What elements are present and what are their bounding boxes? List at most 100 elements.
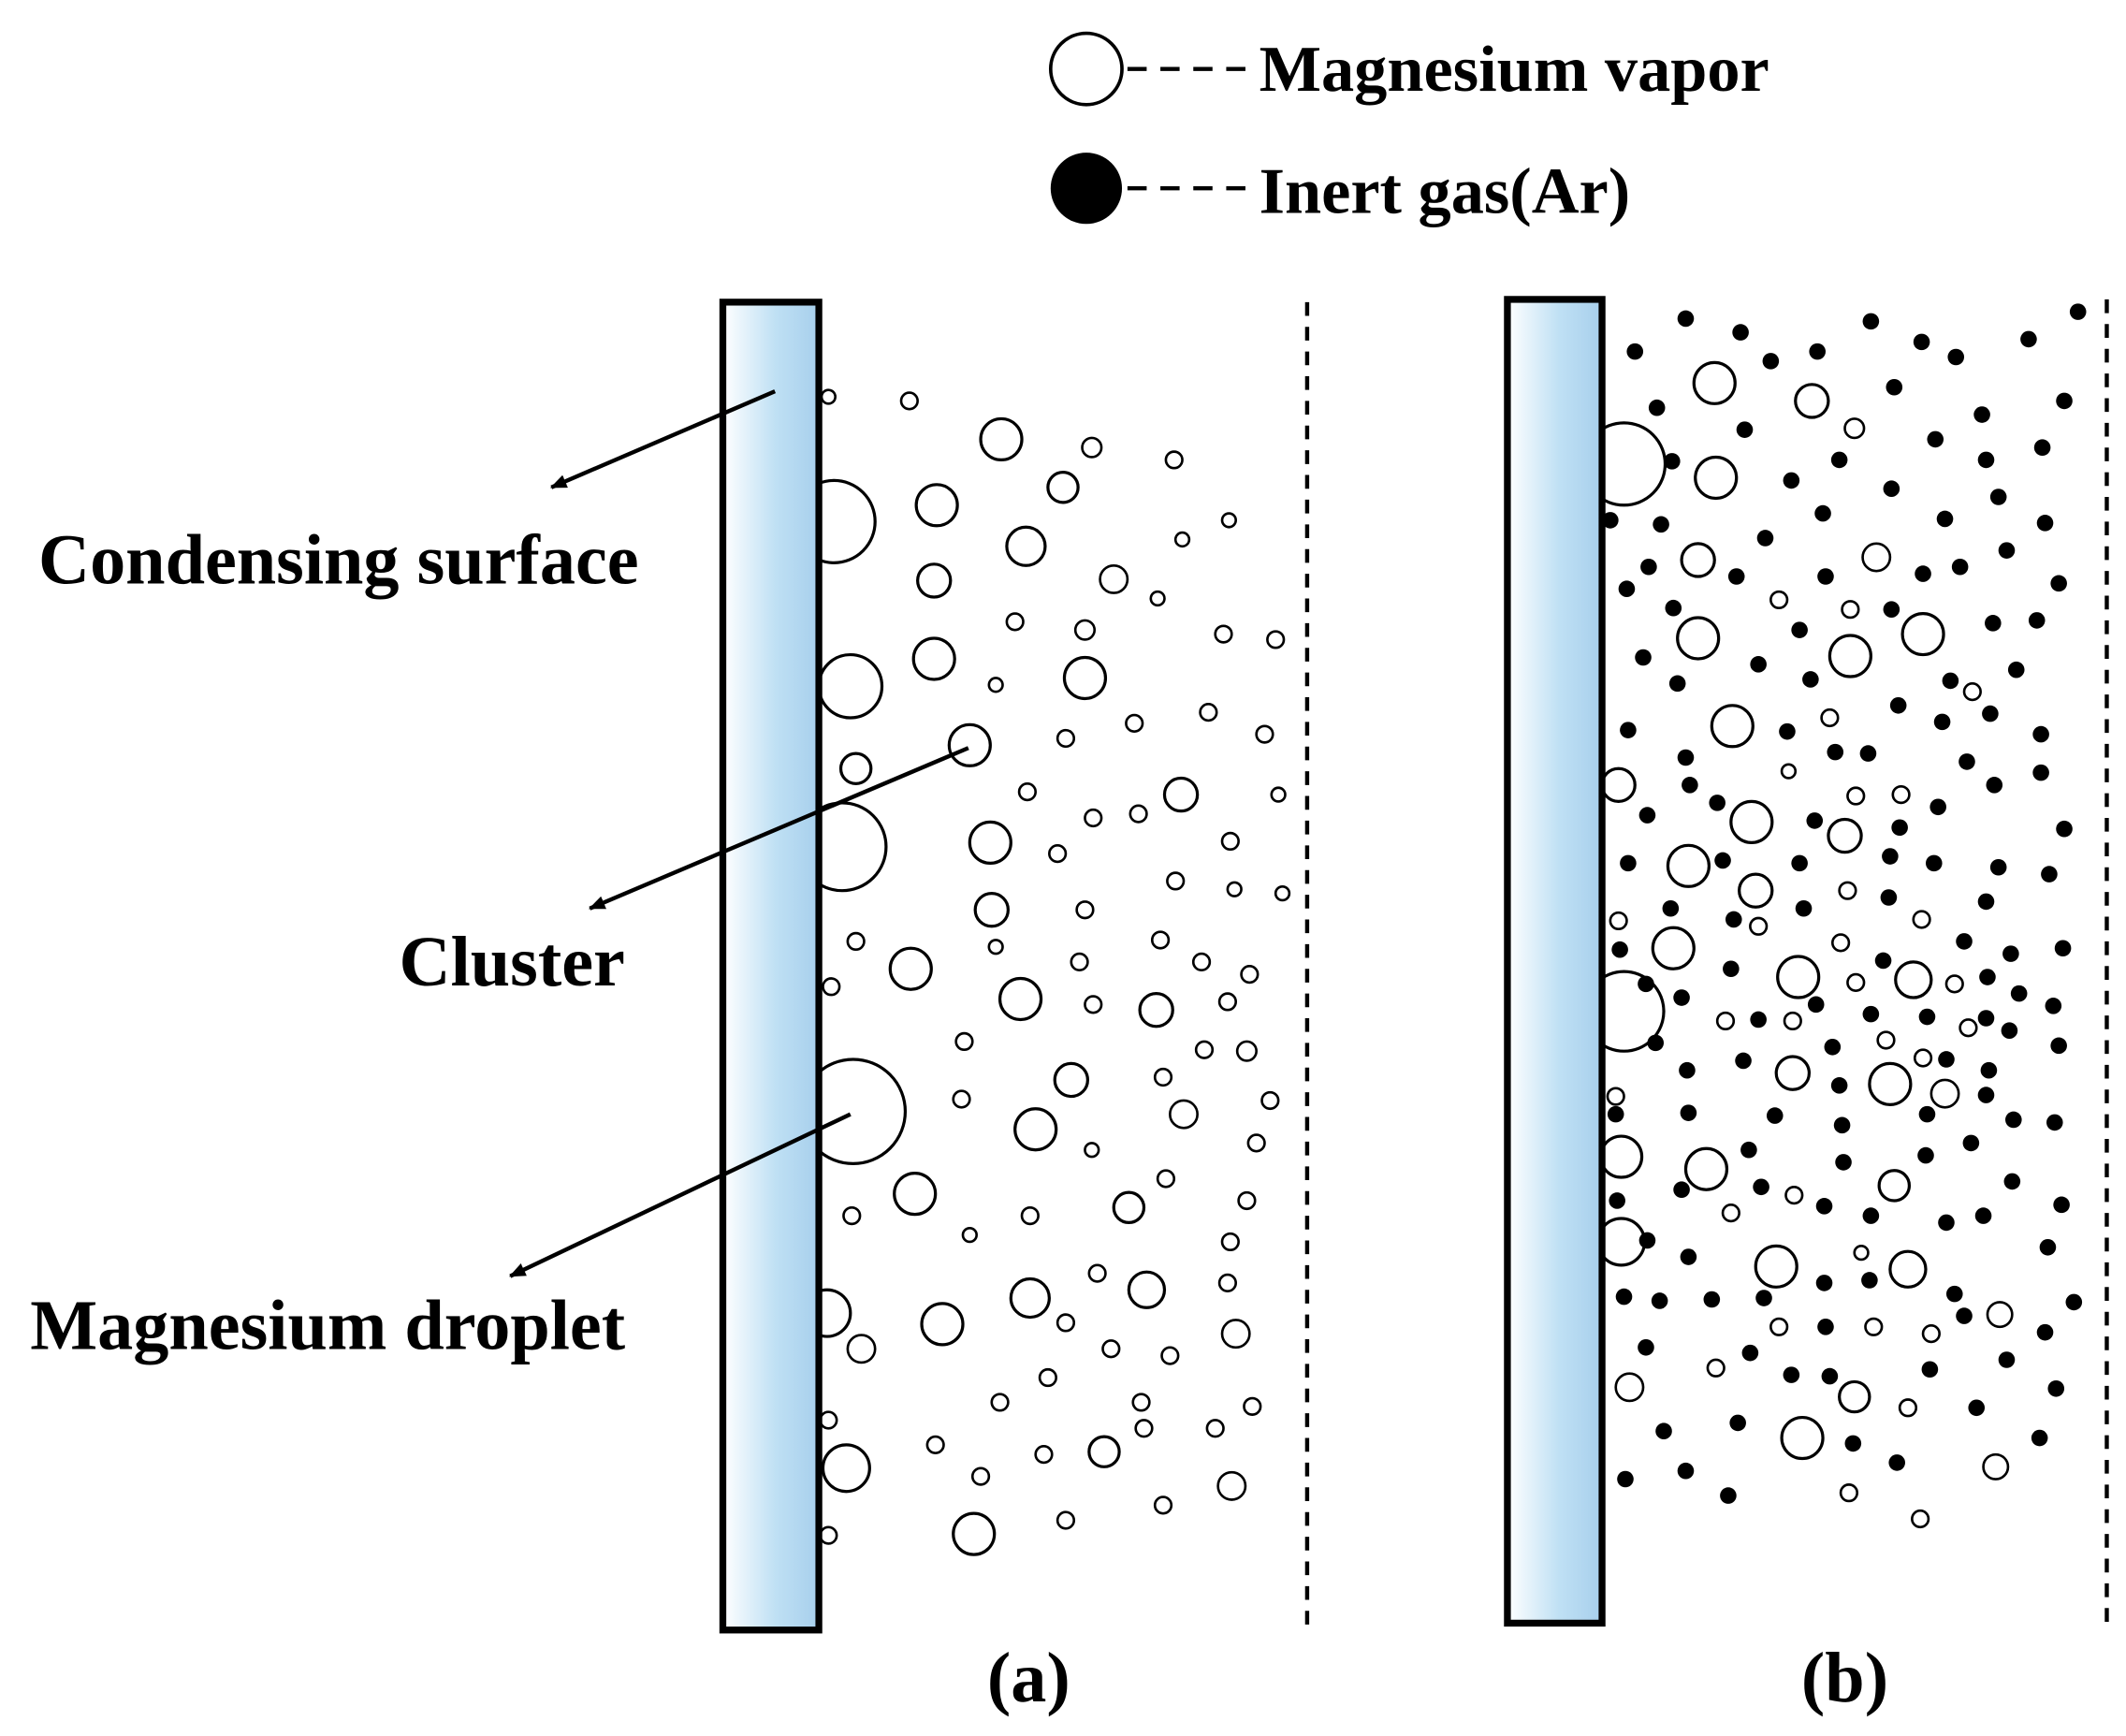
- legend-vapor-label: Magnesium vapor: [1260, 33, 1769, 106]
- magnesium-vapor: [979, 416, 1024, 462]
- magnesium-vapor: [1729, 799, 1774, 844]
- inert-gas-particle: [2003, 1173, 2021, 1190]
- magnesium-vapor: [970, 1466, 991, 1486]
- magnesium-vapor: [1260, 1090, 1280, 1111]
- magnesium-vapor: [1721, 1204, 1740, 1223]
- magnesium-vapor: [1738, 872, 1774, 909]
- magnesium-vapor: [1692, 360, 1737, 405]
- magnesium-vapor: [1056, 728, 1076, 749]
- inert-gas-particle: [1807, 996, 1825, 1014]
- inert-gas-particle: [2031, 1429, 2048, 1447]
- magnesium-vapor: [1846, 972, 1866, 993]
- magnesium-vapor: [1820, 708, 1840, 728]
- magnesium-vapor: [1894, 960, 1933, 999]
- inert-gas-particle: [1888, 1454, 1906, 1471]
- magnesium-vapor: [1009, 1276, 1051, 1320]
- inert-gas-particle: [1862, 313, 1880, 330]
- inert-gas-particle: [2036, 1323, 2054, 1341]
- magnesium-vapor: [1769, 1317, 1789, 1336]
- magnesium-vapor: [1749, 916, 1769, 936]
- magnesium-vapor: [1153, 1495, 1173, 1515]
- magnesium-vapor: [1214, 624, 1233, 644]
- magnesium-vapor: [952, 1511, 997, 1556]
- magnesium-vapor: [1754, 1244, 1798, 1289]
- inert-gas-particle: [1977, 1087, 1995, 1103]
- inert-gas-particle: [1677, 749, 1695, 766]
- magnesium-vapor: [1710, 704, 1755, 749]
- magnesium-vapor: [1780, 763, 1798, 780]
- magnesium-vapor: [1715, 1011, 1736, 1031]
- inert-gas-particle: [2005, 1111, 2022, 1129]
- magnesium-vapor: [911, 636, 956, 681]
- magnesium-vapor: [1783, 1011, 1802, 1031]
- panel-a: Condensing surface Cluster Magnesium dro…: [30, 299, 1310, 1717]
- inert-gas-particle: [1917, 1146, 1934, 1164]
- inert-gas-particle: [1989, 858, 2007, 876]
- legend-gas-label: Inert gas(Ar): [1260, 155, 1631, 228]
- inert-gas-particle: [1998, 1351, 2016, 1368]
- inert-gas-particle: [1736, 421, 1754, 438]
- magnesium-vapor: [1073, 619, 1097, 641]
- inert-gas-particle: [1874, 952, 1892, 970]
- inert-gas-particle: [1791, 854, 1808, 872]
- condensing-surface-b: [1504, 296, 1606, 1627]
- magnesium-vapor: [1900, 611, 1945, 657]
- magnesium-vapor: [968, 820, 1012, 865]
- magnesium-vapor: [1101, 1339, 1121, 1359]
- magnesium-vapor: [1199, 703, 1218, 722]
- inert-gas-particle: [1653, 516, 1669, 533]
- inert-gas-particle: [1817, 568, 1834, 585]
- inert-gas-particle: [1806, 812, 1824, 829]
- magnesium-vapor: [846, 931, 866, 952]
- inert-gas-particle: [2050, 1037, 2067, 1055]
- inert-gas-particle: [1973, 406, 1990, 423]
- magnesium-vapor: [1683, 1146, 1729, 1191]
- magnesium-vapor: [1150, 930, 1171, 950]
- inert-gas-particle: [1802, 671, 1819, 688]
- inert-gas-particle: [2046, 1114, 2063, 1131]
- inert-gas-particle: [1791, 621, 1808, 638]
- magnesium-vapor: [954, 1031, 974, 1052]
- magnesium-vapor: [819, 1525, 838, 1545]
- magnesium-vapor: [1205, 1419, 1225, 1438]
- magnesium-vapor: [1944, 974, 1964, 994]
- inert-gas-particle: [2010, 985, 2028, 1002]
- magnesium-vapor: [1769, 590, 1789, 610]
- magnesium-vapor: [1081, 436, 1103, 459]
- magnesium-vapor: [1274, 884, 1291, 902]
- inert-gas-particle: [1977, 1010, 1995, 1027]
- magnesium-droplet: [817, 652, 884, 720]
- inert-gas-particle: [1680, 1248, 1697, 1265]
- inert-gas-particle: [1665, 599, 1682, 617]
- inert-gas-particle: [1815, 1275, 1833, 1291]
- magnesium-vapor: [1912, 910, 1931, 929]
- inert-gas-particle: [1723, 960, 1740, 978]
- inert-gas-particle: [1673, 1181, 1690, 1199]
- inert-gas-particle: [1703, 1291, 1721, 1308]
- magnesium-vapor: [1164, 450, 1184, 470]
- magnesium-vapor: [1046, 471, 1080, 504]
- inert-gas-particle: [1673, 989, 1690, 1006]
- magnesium-vapor: [987, 939, 1004, 956]
- inert-gas-particle: [1682, 777, 1698, 794]
- inert-gas-particle: [1862, 1207, 1880, 1224]
- inert-gas-particle: [1889, 697, 1907, 714]
- magnesium-vapor: [1838, 881, 1857, 900]
- inert-gas-particle: [2020, 330, 2037, 348]
- inert-gas-particle: [2065, 1293, 2083, 1311]
- inert-gas-particle: [1714, 852, 1731, 869]
- magnesium-droplet: [821, 1443, 871, 1494]
- magnesium-vapor: [1843, 417, 1866, 440]
- magnesium-vapor: [1680, 542, 1716, 578]
- inert-gas-particle: [2036, 515, 2054, 532]
- magnesium-vapor: [1666, 843, 1711, 888]
- magnesium-vapor: [1134, 1419, 1154, 1438]
- magnesium-vapor: [1877, 1169, 1912, 1203]
- inert-gas-particle: [1709, 795, 1726, 811]
- magnesium-vapor: [1112, 1190, 1146, 1225]
- magnesium-vapor: [1017, 782, 1038, 802]
- magnesium-vapor: [893, 1172, 938, 1217]
- inert-gas-particle: [1925, 854, 1943, 872]
- magnesium-vapor: [1216, 1470, 1247, 1501]
- inert-gas-particle: [1609, 1192, 1625, 1209]
